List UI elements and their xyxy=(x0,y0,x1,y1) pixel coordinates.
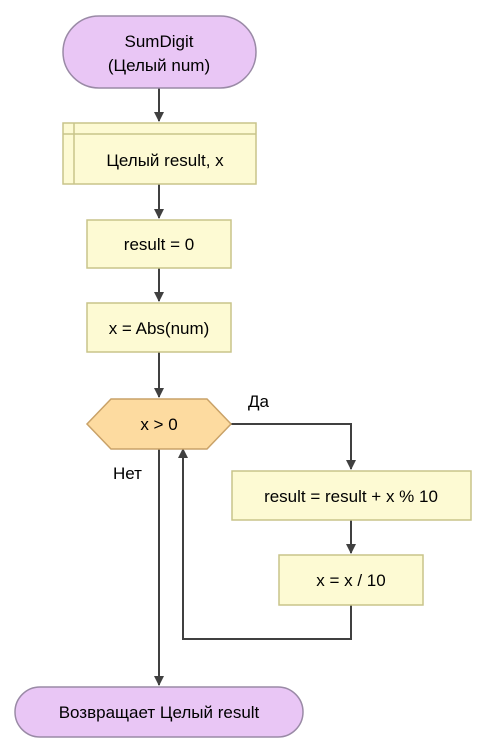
loop-condition-node: x > 0 xyxy=(85,398,233,450)
body-accumulate-label: result = result + x % 10 xyxy=(264,487,438,506)
edge-loop-back xyxy=(178,448,352,640)
body-divide-label: x = x / 10 xyxy=(316,571,385,590)
start-node-params: (Целый num) xyxy=(108,56,210,75)
connectors xyxy=(154,88,356,686)
body-divide-node: x = x / 10 xyxy=(278,554,424,606)
assign-result-label: result = 0 xyxy=(124,235,194,254)
assign-x-label: x = Abs(num) xyxy=(109,319,210,338)
loop-condition-label: x > 0 xyxy=(140,415,177,434)
start-node: SumDigit (Целый num) xyxy=(62,15,257,89)
assign-result-node: result = 0 xyxy=(86,219,232,269)
edge-condition-yes-to-body xyxy=(231,423,356,470)
yes-branch-label: Да xyxy=(248,392,270,411)
no-branch-label: Нет xyxy=(113,464,142,483)
declare-node: Целый result, x xyxy=(62,122,257,185)
end-node-label: Возвращает Целый result xyxy=(59,703,260,722)
body-accumulate-node: result = result + x % 10 xyxy=(231,470,472,521)
start-node-title: SumDigit xyxy=(125,32,194,51)
assign-x-node: x = Abs(num) xyxy=(86,302,232,353)
end-node: Возвращает Целый result xyxy=(14,686,304,738)
declare-node-label: Целый result, x xyxy=(106,151,224,170)
